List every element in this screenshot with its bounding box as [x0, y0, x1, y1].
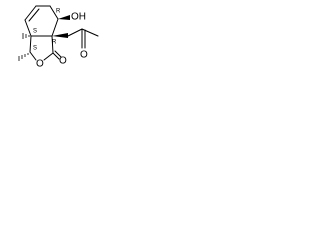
bond-c1-o-carbonyl-double: [54, 50, 62, 58]
ring-oxygen-label: O: [36, 59, 44, 70]
bond-c6-c7: [49, 5, 59, 20]
hydroxyl-stereo-label: R: [56, 9, 61, 15]
bond-c3a-c4: [24, 19, 32, 37]
hydroxyl-wedge-bond: [58, 15, 70, 20]
bond-c3a-c3: [29, 35, 32, 53]
bond-c1-c7a: [51, 35, 54, 54]
bond-c3-o2: [29, 51, 37, 61]
ketone-oxygen-label: O: [80, 50, 88, 61]
stereo-center-3-label: S: [33, 46, 37, 52]
bond-c4-c5: [24, 5, 37, 21]
bond-ch2-co: [67, 28, 83, 37]
h-hashed-bond: [22, 33, 30, 39]
carbonyl-oxygen-label: O: [59, 56, 67, 67]
molecule-structure: OH R O O O S R S: [18, 5, 99, 70]
stereo-center-1-label: S: [33, 29, 37, 35]
bond-c4-c5-double: [28, 8, 40, 22]
bond-c7-c7a: [51, 18, 59, 37]
bond-o2-c1: [43, 52, 54, 61]
sidechain-wedge-bond: [52, 33, 68, 38]
methyl-hashed-bond: [18, 53, 29, 61]
bond-c1-o-carbonyl: [52, 52, 60, 60]
hydroxyl-label: OH: [71, 12, 86, 23]
stereo-center-2-label: R: [52, 40, 57, 46]
bond-co-ch3: [81, 28, 99, 37]
